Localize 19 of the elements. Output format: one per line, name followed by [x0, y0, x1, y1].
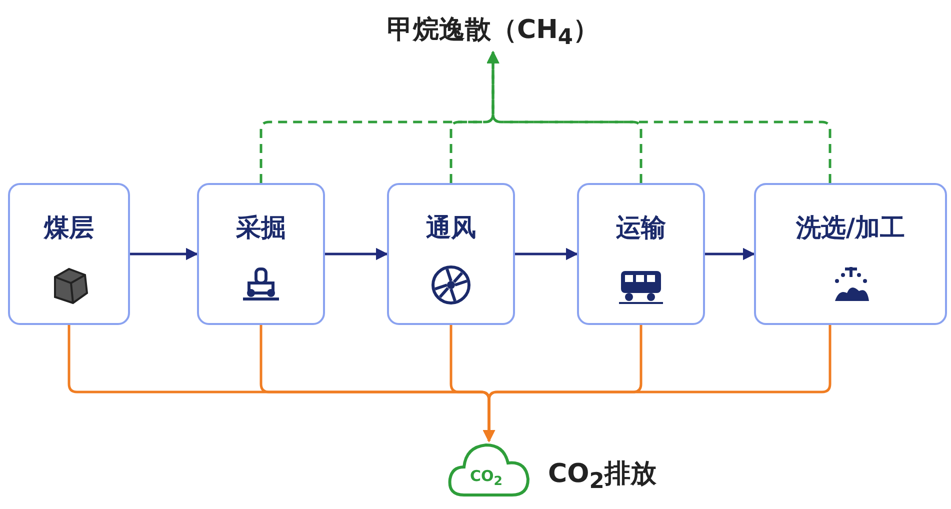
arrow — [325, 248, 388, 260]
connector — [482, 325, 832, 442]
arrow — [705, 248, 756, 260]
box-label: 运输 — [615, 212, 667, 244]
box-label: 采掘 — [235, 212, 287, 244]
arrow — [515, 248, 578, 260]
box-label: 通风 — [425, 212, 477, 244]
process-box — [8, 183, 130, 325]
output-label: 甲烷逸散（CH$_{4}$） — [360, 8, 626, 52]
process-box — [577, 183, 705, 325]
box-label: 煤层 — [42, 212, 95, 244]
output-label: CO$_{2}$排放 — [548, 458, 656, 494]
arrow — [130, 248, 198, 260]
process-box — [197, 183, 325, 325]
cloud-label: CO$_{2}$ — [470, 467, 502, 488]
box-label: 洗选/加工 — [794, 212, 906, 244]
connector — [486, 50, 832, 183]
process-box — [387, 183, 515, 325]
process-box — [754, 183, 947, 325]
